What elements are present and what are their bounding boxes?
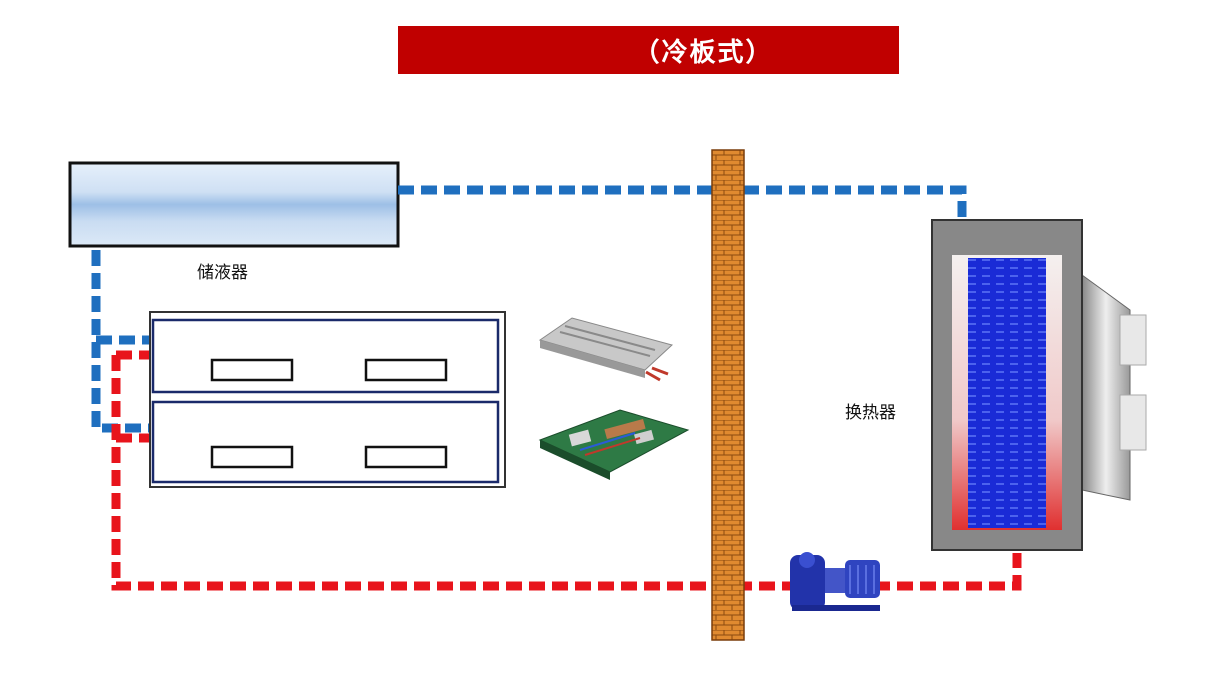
heat-exchanger-label: 换热器 xyxy=(845,403,896,423)
pump-icon xyxy=(790,552,880,611)
heat-exchanger xyxy=(931,219,1147,551)
server-rack xyxy=(149,311,506,488)
brick-wall xyxy=(711,149,745,641)
cold-plate-image xyxy=(538,317,674,382)
reservoir-tank xyxy=(68,161,400,248)
title-banner: （冷板式） xyxy=(398,26,899,74)
diagram-title: （冷板式） xyxy=(633,37,774,68)
reservoir-label: 储液器 xyxy=(197,263,248,283)
server-board-image xyxy=(538,409,690,480)
